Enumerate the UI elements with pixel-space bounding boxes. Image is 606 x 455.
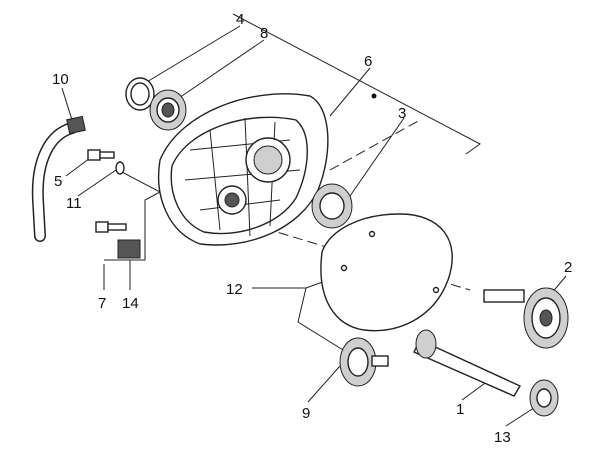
part-2-gear-shaft xyxy=(483,287,569,349)
callouts: 4 8 6 3 10 5 11 7 14 12 2 1 9 13 xyxy=(52,11,572,446)
callout-10: 10 xyxy=(52,71,69,88)
part-13-bearing xyxy=(529,379,559,417)
part-4-o-ring xyxy=(125,77,155,111)
part-11-washer xyxy=(115,161,125,175)
part-14-clip xyxy=(117,239,141,259)
callout-11: 11 xyxy=(66,195,82,212)
callout-7: 7 xyxy=(98,295,106,312)
part-9-gear xyxy=(339,337,389,387)
part-5-bolt xyxy=(87,149,115,161)
callout-3: 3 xyxy=(398,105,406,122)
part-3-oil-seal xyxy=(311,183,353,229)
leader-lines xyxy=(61,13,567,427)
callout-12: 12 xyxy=(226,281,243,298)
callout-14: 14 xyxy=(122,295,139,312)
part-1-shaft xyxy=(413,329,522,397)
callout-9: 9 xyxy=(302,405,310,422)
callout-5: 5 xyxy=(54,173,62,190)
part-10-hose xyxy=(31,115,86,242)
callout-6: 6 xyxy=(364,53,372,70)
callout-13: 13 xyxy=(494,429,511,446)
part-8-bearing xyxy=(149,89,187,131)
part-6-cover xyxy=(157,93,377,246)
callout-8: 8 xyxy=(260,25,268,42)
callout-2: 2 xyxy=(564,259,572,276)
callout-4: 4 xyxy=(236,11,244,28)
part-12-gasket xyxy=(320,213,453,332)
part-7-bolt xyxy=(95,221,127,233)
callout-1: 1 xyxy=(456,401,464,418)
